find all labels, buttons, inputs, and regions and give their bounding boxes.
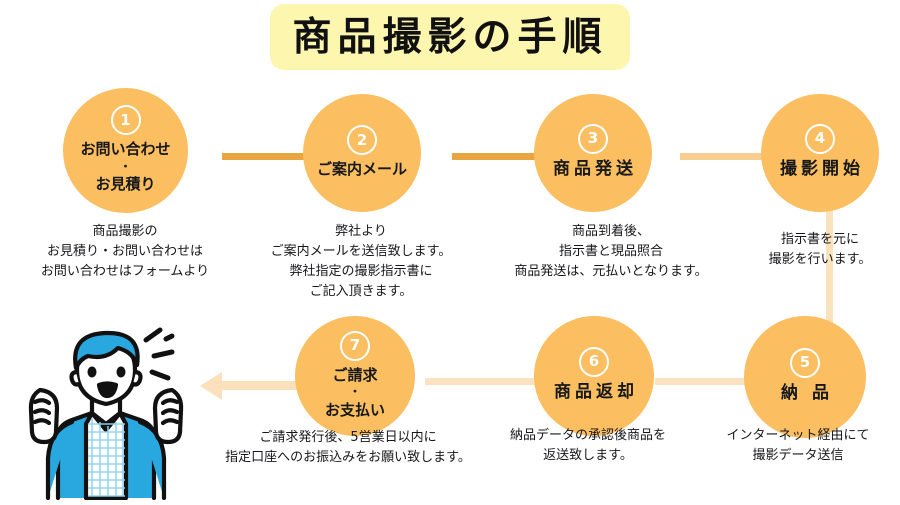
step-node-4[interactable]: 4 撮影開始 [761,94,879,212]
step-caption-7: ご請求発行後、5営業日以内に 指定口座へのお振込みをお願い致します。 [225,430,471,466]
step-label-7-line1: ご請求 [332,365,378,384]
step-label-6: 商品返却 [554,381,638,402]
arrow-shaft-to-finish [222,381,337,390]
step-badge-3: 3 [578,123,608,154]
step-badge-1: 1 [110,105,141,136]
page-title: 商品撮影の手順 [292,14,608,60]
step-label-2: ご案内メール [316,160,407,179]
step-label-7-line3: お支払い [324,400,385,419]
step-label-1-line1: お問い合わせ [80,140,171,159]
step-caption-6: 納品データの承認後商品を 返送致します。 [509,428,666,464]
connector-step3-step4 [680,153,830,160]
step-badge-4: 4 [805,123,835,154]
step-caption-5: インターネット経由にて 撮影データ送信 [726,428,870,464]
step-label-3: 商品発送 [553,158,637,179]
step-badge-7: 7 [340,330,370,361]
connector-step4-step5 [826,196,833,346]
connector-step6-step7 [425,378,585,385]
connector-step5-step6 [655,378,785,385]
step-badge-6: 6 [579,346,609,377]
happy-person-illustration [6,312,206,501]
step-node-6[interactable]: 6 商品返却 [534,316,654,436]
step-node-5[interactable]: 5 納 品 [744,316,866,438]
connector-step1-step2 [222,153,372,160]
step-node-3[interactable]: 3 商品発送 [534,94,652,212]
connector-step2-step3 [452,153,602,160]
arrow-head-to-finish [200,372,222,400]
step-caption-4: 指示書を元に 撮影を行います。 [768,232,872,268]
step-node-1[interactable]: 1 お問い合わせ ・ お見積り [63,88,188,213]
step-badge-5: 5 [790,347,820,378]
page-title-banner: 商品撮影の手順 [270,4,630,70]
step-label-1-line2: ・ [120,159,131,173]
step-label-4: 撮影開始 [780,158,864,179]
step-caption-3: 商品到着後、 指示書と現品照合 商品発送は、元払いとなります。 [514,224,708,280]
step-label-5: 納 品 [781,382,833,403]
step-badge-2: 2 [347,125,377,156]
step-caption-1: 商品撮影の お見積り・お問い合わせは お問い合わせはフォームより [40,224,210,280]
step-label-7-line2: ・ [349,385,361,399]
step-caption-2: 弊社より ご案内メールを送信致します。 弊社指定の撮影指示書に ご記入頂きます。 [270,224,452,300]
step-node-2[interactable]: 2 ご案内メール [303,94,421,212]
step-node-7[interactable]: 7 ご請求 ・ お支払い [295,316,415,436]
step-label-1-line3: お見積り [95,175,156,194]
